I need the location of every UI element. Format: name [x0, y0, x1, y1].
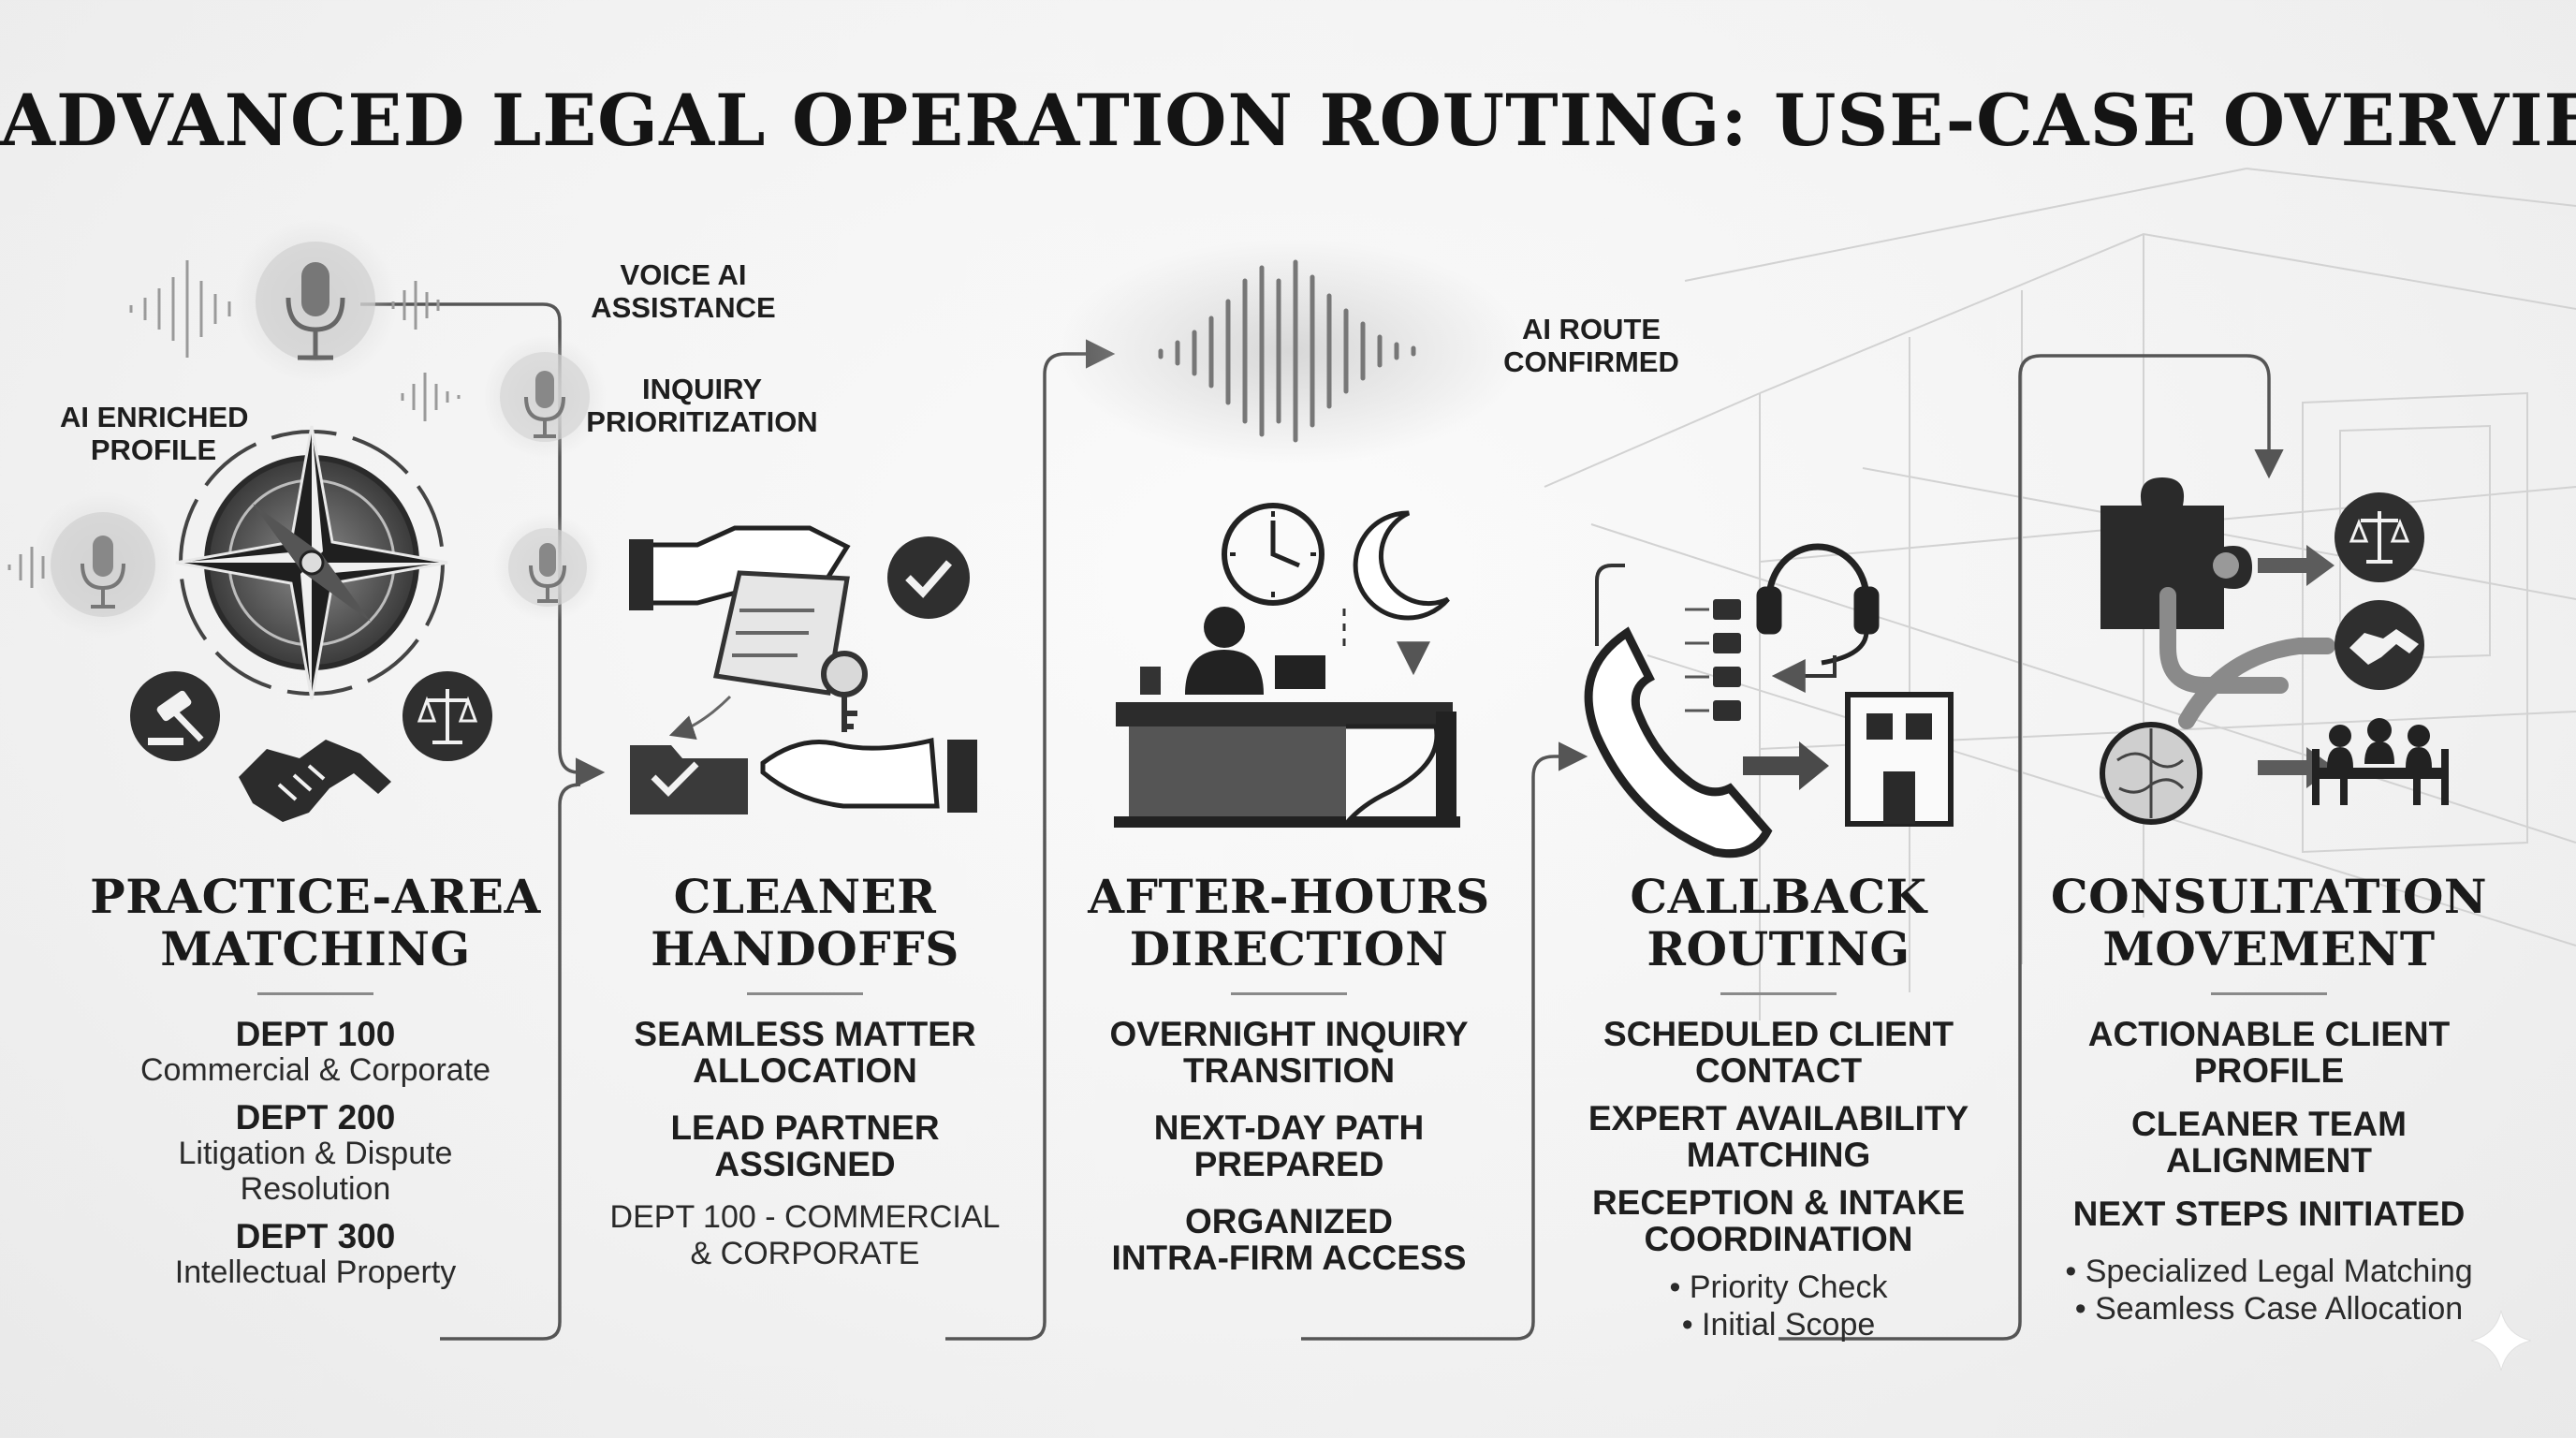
- connector-4: [1301, 741, 1588, 1341]
- list-item: NEXT STEPS INITIATED: [2072, 1195, 2466, 1233]
- divider: [1720, 992, 1837, 995]
- column-practice-area-matching: PRACTICE-AREA MATCHING DEPT 100 Commerci…: [72, 871, 559, 1301]
- moon-icon: [1353, 510, 1450, 621]
- divider: [257, 992, 373, 995]
- page-title: ADVANCED LEGAL OPERATION ROUTING: USE-CA…: [0, 79, 2576, 162]
- label-inquiry-prioritization: INQUIRY PRIORITIZATION: [586, 373, 818, 438]
- arrow-icon: [1743, 741, 1829, 790]
- microphone-icon: [529, 543, 566, 603]
- column-title: CONSULTATION MOVEMENT: [2050, 869, 2488, 976]
- divider: [1231, 992, 1347, 995]
- scales-icon: [402, 671, 492, 761]
- connector-2: [440, 783, 581, 1341]
- phone-icon: [1584, 564, 1773, 858]
- bullet-list: • Specialized Legal Matching • Seamless …: [2026, 1253, 2512, 1328]
- divider: [2211, 992, 2327, 995]
- divider: [747, 992, 863, 995]
- menu-list-icon: [1685, 599, 1837, 721]
- department-note: DEPT 100 - COMMERCIAL & CORPORATE: [609, 1199, 1001, 1271]
- puzzle-icon: [2100, 477, 2252, 629]
- bullet-item: • Priority Check: [1669, 1269, 1888, 1305]
- label-ai-route-confirmed: AI ROUTE CONFIRMED: [1503, 313, 1679, 378]
- bullet-item: • Seamless Case Allocation: [2074, 1291, 2464, 1327]
- reception-desk-icon: [1114, 607, 1460, 828]
- handshake-icon: [2334, 600, 2424, 690]
- list-item: DEPT 300 Intellectual Property: [174, 1217, 457, 1290]
- column-title: CALLBACK ROUTING: [1630, 869, 1927, 976]
- meeting-icon: [2312, 718, 2449, 805]
- bullet-item: • Specialized Legal Matching: [2065, 1254, 2473, 1289]
- gavel-icon: [130, 671, 220, 761]
- key-icon: [821, 651, 868, 732]
- scales-icon: [2334, 492, 2424, 582]
- headset-icon: [1756, 543, 1880, 666]
- clock-icon: [1222, 503, 1325, 606]
- flow-curves: [2159, 587, 2335, 729]
- column-title: CLEANER HANDOFFS: [651, 869, 959, 976]
- label-ai-enriched-profile: AI ENRICHED PROFILE: [60, 401, 249, 466]
- connector-3: [945, 339, 1116, 1341]
- microphone-icon: [524, 371, 565, 438]
- folder-check-icon: [630, 695, 748, 814]
- label-voice-ai-assistance: VOICE AI ASSISTANCE: [591, 258, 776, 324]
- column-title: PRACTICE-AREA MATCHING: [90, 869, 541, 976]
- document-icon: [629, 525, 851, 696]
- list-item: DEPT 100 Commercial & Corporate: [139, 1015, 491, 1088]
- building-icon: [1845, 692, 1954, 827]
- sound-wave-icon: [1058, 239, 1526, 463]
- open-hand-icon: [760, 737, 977, 813]
- handshake-icon: [239, 740, 391, 822]
- sound-wave-icon: [7, 260, 461, 588]
- compass-icon: [175, 425, 448, 700]
- network-globe-icon: [2100, 722, 2203, 825]
- sparkle-icon: [2470, 1310, 2532, 1372]
- column-title: AFTER-HOURS DIRECTION: [1088, 869, 1490, 976]
- bullet-item: • Initial Scope: [1681, 1307, 1876, 1343]
- checkmark-icon: [887, 536, 970, 619]
- voice-ai-cluster: [7, 219, 607, 638]
- connector-5: [1778, 354, 2284, 1341]
- microphone-icon: [80, 536, 125, 609]
- bullet-list: • Priority Check • Initial Scope: [1535, 1269, 2022, 1343]
- microphone-icon: [285, 262, 345, 360]
